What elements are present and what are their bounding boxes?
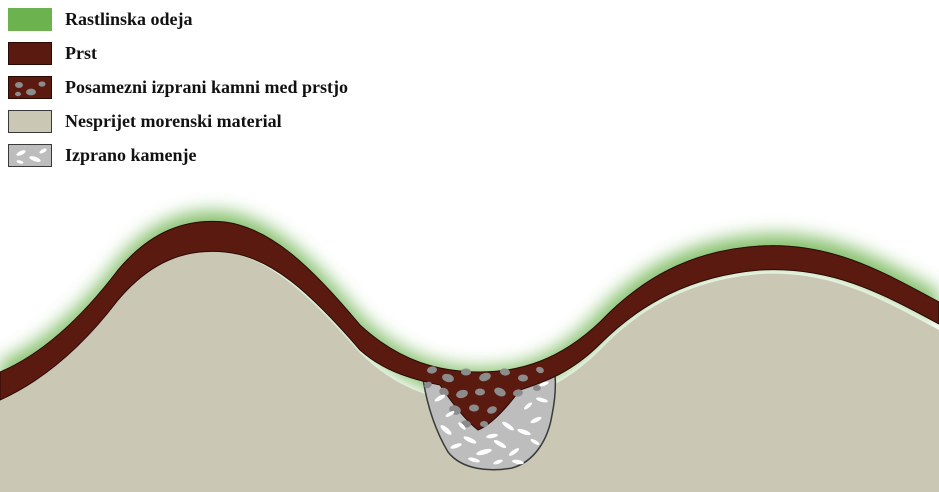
legend-label: Posamezni izprani kamni med prstjo: [65, 76, 348, 99]
legend-label: Prst: [65, 42, 97, 65]
soil-stone: [480, 421, 488, 427]
soil-swatch: [8, 42, 52, 65]
legend-label: Rastlinska odeja: [65, 8, 193, 31]
legend-label: Nesprijet morenski material: [65, 110, 282, 133]
soil-stone: [461, 369, 471, 376]
stones-in-soil-swatch: [8, 76, 52, 99]
legend-label: Izprano kamenje: [65, 144, 197, 167]
moraine-swatch: [8, 110, 52, 133]
soil-stone: [469, 405, 479, 412]
soil-stone: [518, 375, 528, 382]
soil-stone: [475, 389, 485, 396]
washed-stones-swatch: [8, 144, 52, 167]
vegetation-swatch: [8, 8, 52, 31]
